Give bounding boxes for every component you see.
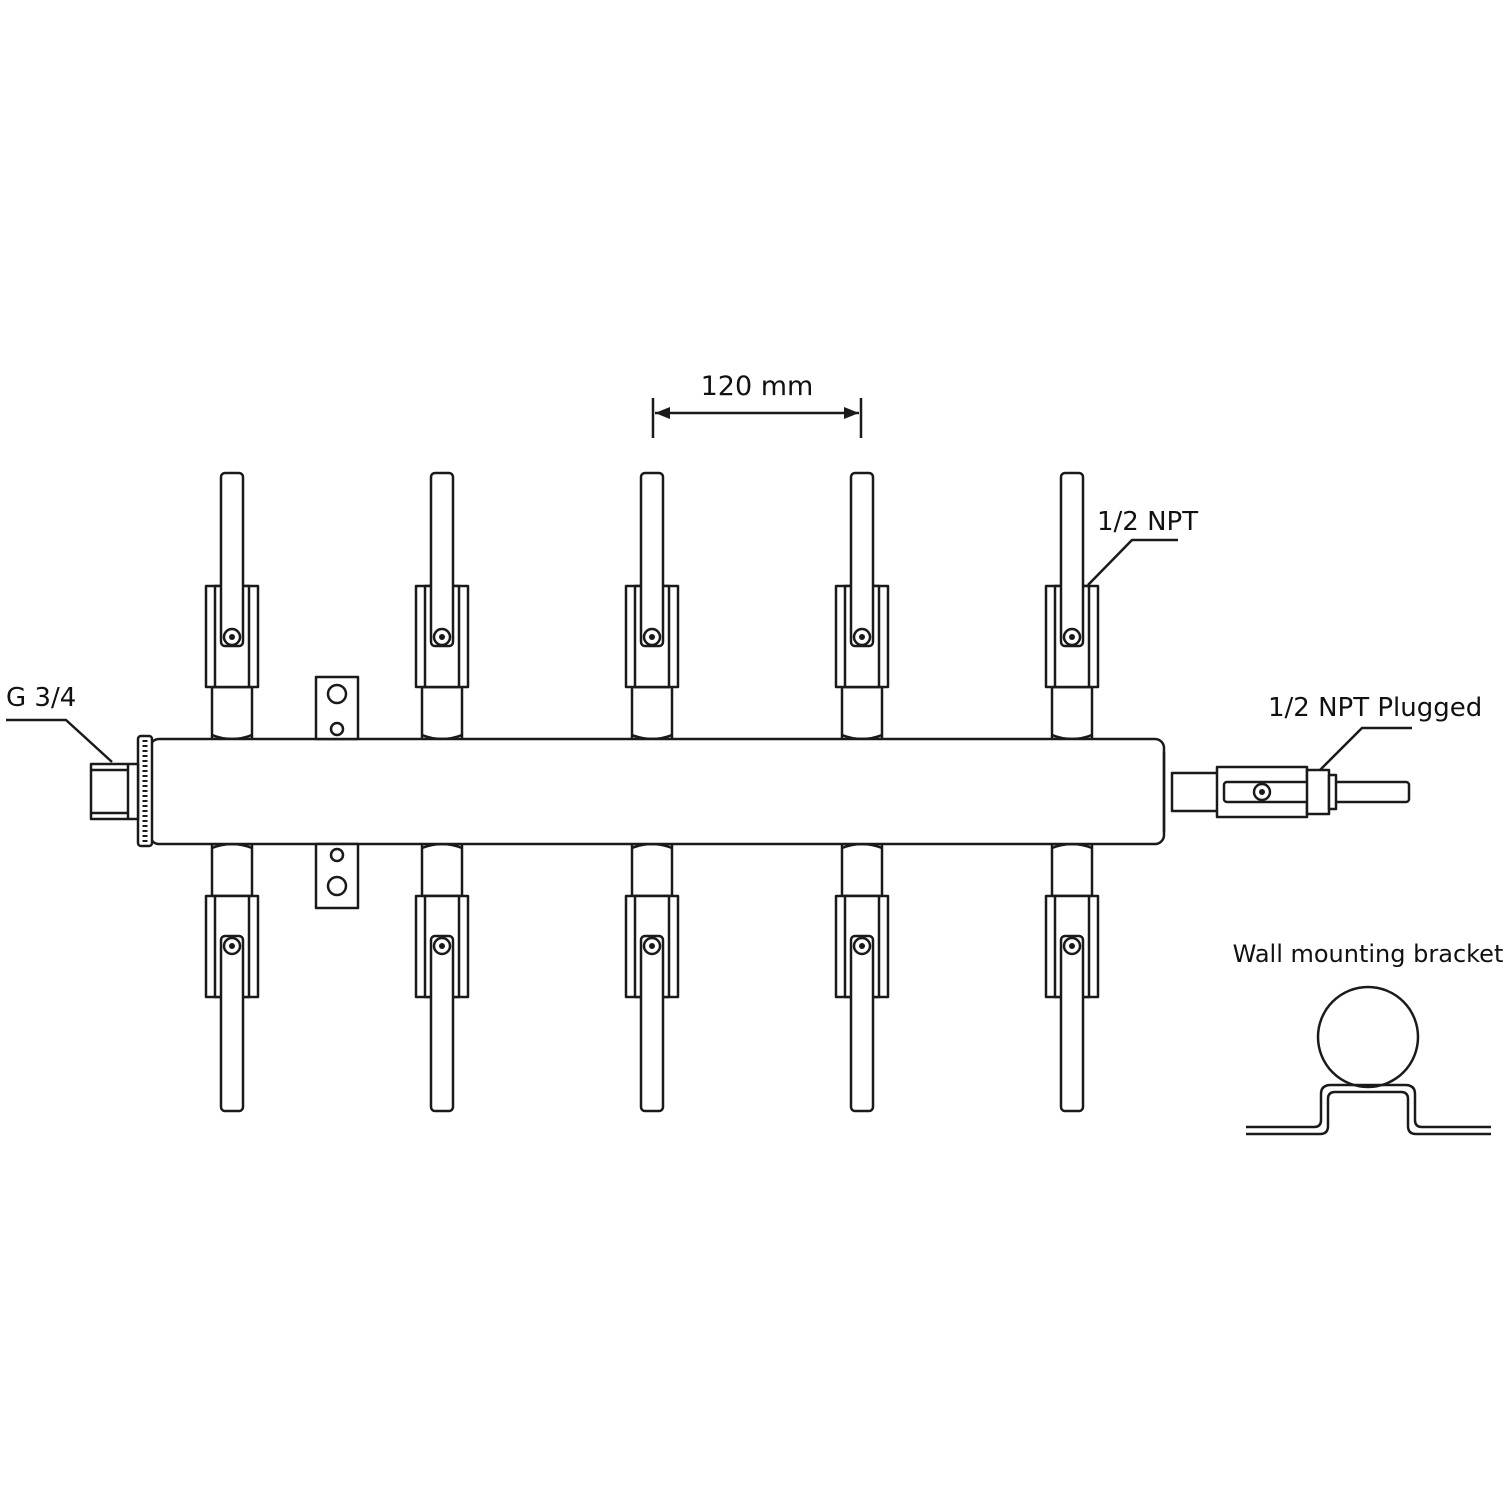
manifold-body [148, 737, 1166, 846]
plugged-end-valve [1170, 765, 1411, 819]
mounting-bracket-top [314, 675, 360, 741]
inlet-label-leader: G 3/4 [6, 683, 113, 763]
outlet-valve-bottom-2 [414, 842, 470, 1113]
outlet-label-leader: 1/2 NPT [1087, 507, 1198, 586]
wall-bracket-detail: Wall mounting bracket [1233, 940, 1504, 1136]
dimension-label: 120 mm [701, 371, 814, 402]
outlet-thread-label: 1/2 NPT [1097, 507, 1198, 537]
bracket-title: Wall mounting bracket [1233, 940, 1504, 968]
outlet-valve-top-4 [834, 471, 890, 741]
outlet-valve-top-3 [624, 471, 680, 741]
outlet-valve-bottom-1 [204, 842, 260, 1113]
outlet-valve-top-2 [414, 471, 470, 741]
outlet-valve-bottom-5 [1044, 842, 1100, 1113]
inlet-fitting [89, 734, 154, 848]
mounting-bracket-bottom [314, 842, 360, 910]
inlet-thread-label: G 3/4 [6, 683, 76, 713]
plugged-label-leader: 1/2 NPT Plugged [1268, 693, 1482, 771]
plugged-end-label: 1/2 NPT Plugged [1268, 693, 1482, 723]
spacing-dimension: 120 mm [651, 371, 863, 438]
outlet-valve-top-1 [204, 471, 260, 741]
outlet-valve-bottom-4 [834, 842, 890, 1113]
outlet-valve-bottom-3 [624, 842, 680, 1113]
outlet-valve-top-5 [1044, 471, 1100, 741]
